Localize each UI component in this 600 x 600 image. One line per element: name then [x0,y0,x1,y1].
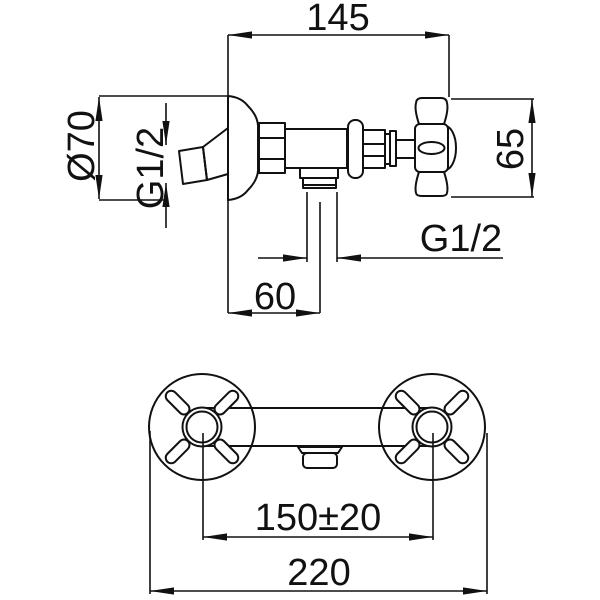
dim-overall-width-label: 220 [287,552,350,594]
left-hub [181,406,223,448]
faucet-side-view [178,95,457,201]
left-cross-handle [164,389,240,465]
collar-disc [347,119,364,179]
handle-top-lobe [414,97,449,125]
right-rosette [378,373,486,481]
valve-stem [395,139,417,159]
handle-hub [414,123,449,173]
front-view: 150±20 220 [148,373,488,595]
dim-outlet-thread-label: G1/2 [420,218,502,260]
body-tube [284,128,348,169]
front-extension-lines [149,431,488,594]
outlet-boss-upper [299,167,339,179]
dim-inlet-thread-label: G1/2 [130,127,172,209]
right-cross-handle [394,389,470,465]
handle-bottom-lobe [414,171,449,197]
wall-flange [227,95,259,201]
front-outlet [297,446,343,469]
hex-nut [258,122,286,174]
dim-outlet-offset-label: 60 [254,276,296,318]
dim-overall-length-label: 145 [306,0,369,39]
outlet-boss-lower [302,177,337,189]
body-bar [202,407,432,447]
dim-flange-diameter-label: Ø70 [61,110,103,182]
side-view: 145 Ø70 G1/2 65 G1/2 60 [61,0,536,318]
left-rosette [148,373,256,481]
dim-handle-height-label: 65 [490,128,532,170]
right-hub [411,406,453,448]
handle-hub-cap [417,141,446,155]
dim-connection-centers-label: 150±20 [255,497,382,539]
dimension-lines [95,31,536,317]
valve-housing [362,129,386,169]
